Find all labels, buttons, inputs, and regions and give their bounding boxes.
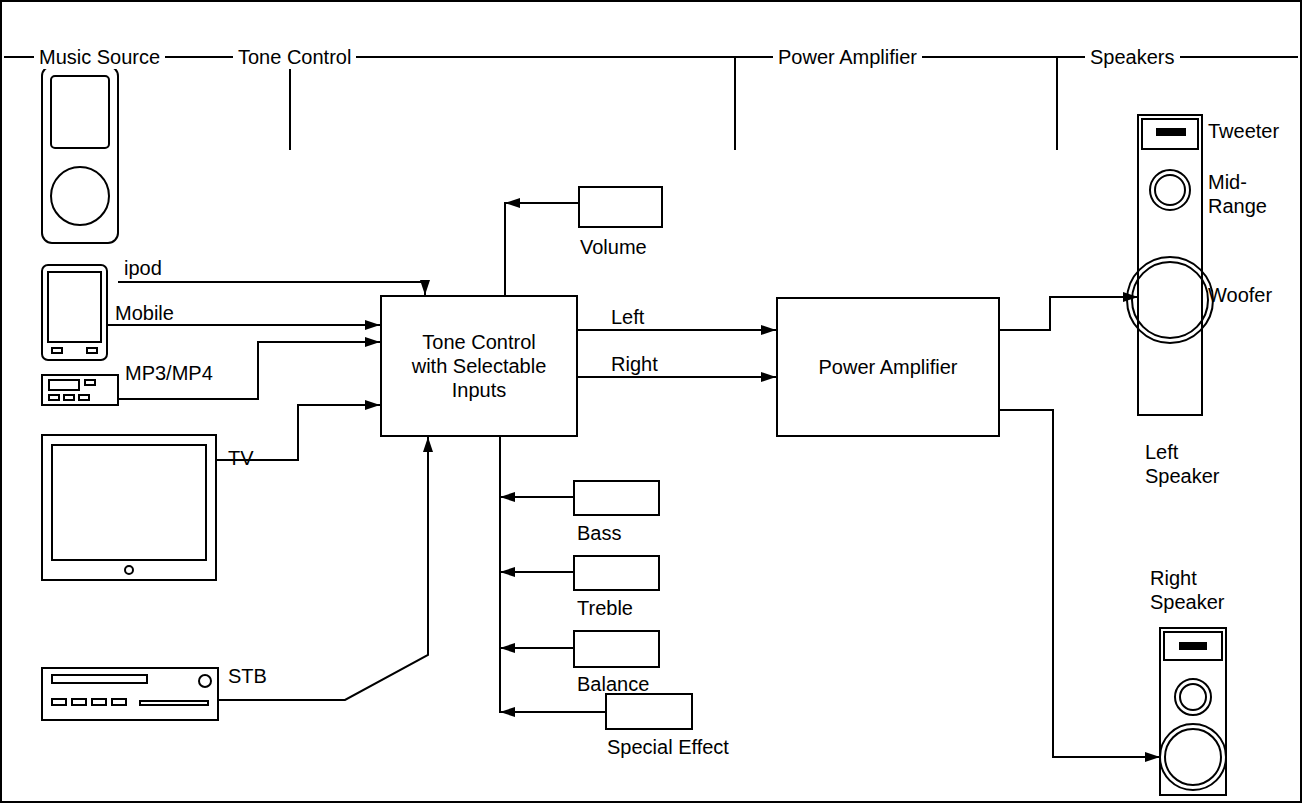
control-box: Volume [578,186,663,228]
signal-label: Left [607,305,648,329]
part-label: Woofer [1208,283,1272,307]
arrowhead [365,337,380,347]
node-label: Left Speaker [1145,440,1225,488]
arrowhead [505,198,520,208]
control-box: Balance [573,630,660,668]
arrowhead [423,437,433,452]
connector [218,437,433,700]
node-label: ipod [124,256,162,280]
mobile-icon [42,265,107,360]
right-speaker-cabinet [1160,628,1226,795]
connector [1000,292,1138,330]
music-source: ipod [42,66,118,243]
part-label: Mid-Range [1208,170,1278,218]
arrowhead [420,280,430,295]
connector-line [500,437,573,648]
connector-line [505,203,578,295]
node-label: TV [228,446,254,470]
connector-line [118,342,380,399]
arrowhead [1123,292,1138,302]
control-box: Bass [573,480,660,516]
signal-label: Right [607,352,662,376]
connector [1000,410,1160,762]
connector-line [1000,410,1160,757]
connector-line [500,437,573,572]
stage-label: Tone Control [233,45,356,69]
ipod-icon [42,66,118,243]
stage-label: Power Amplifier [773,45,922,69]
connector-line [500,437,573,497]
connector-line [578,376,776,378]
music-source: MP3/MP4 [42,375,118,405]
connector [500,437,573,653]
node-label: Bass [577,521,621,545]
connector [500,437,573,502]
stage-tick [1056,57,1058,150]
connector-line [218,437,428,700]
connector [500,437,573,577]
arrowhead [365,400,380,410]
mp3-player-icon [42,375,118,405]
arrowhead [365,320,380,330]
music-source: STB [42,668,218,720]
connector [505,198,578,295]
connector-line [578,329,776,331]
stage-label: Speakers [1085,45,1180,69]
connector-line [107,324,380,326]
stage-tick [289,57,291,150]
node-label: Right Speaker [1150,566,1230,614]
node-label: MP3/MP4 [125,361,213,385]
arrowhead [761,325,776,335]
stb-icon [42,668,218,720]
process-box: Tone Control with Selectable Inputs [380,295,578,437]
node-text: Power Amplifier [819,355,958,379]
process-box: Power Amplifier [776,297,1000,437]
node-label: Mobile [115,301,174,325]
tv-icon [42,435,216,580]
arrowhead [500,707,515,717]
arrowhead [500,643,515,653]
arrowhead [1145,752,1160,762]
speaker: Right Speaker [1160,628,1226,795]
arrowhead [500,567,515,577]
music-source: TV [42,435,216,580]
speaker: Left Speaker [1138,115,1202,415]
part-label: Tweeter [1208,119,1279,143]
arrowhead [500,492,515,502]
connector [118,280,430,295]
connector-line [1000,297,1138,330]
control-box: Special Effect [605,693,693,730]
node-text: Tone Control with Selectable Inputs [404,330,554,402]
stage-label: Music Source [34,45,165,69]
left-speaker-cabinet [1127,115,1213,415]
arrowhead [761,372,776,382]
control-box: Treble [573,555,660,591]
node-label: Volume [580,235,647,259]
music-source: Mobile [42,265,107,360]
stage-tick [734,57,736,150]
node-label: Treble [577,596,633,620]
node-label: STB [228,664,267,688]
connector-line [118,282,425,295]
node-label: Special Effect [607,735,729,759]
connector [118,337,380,399]
